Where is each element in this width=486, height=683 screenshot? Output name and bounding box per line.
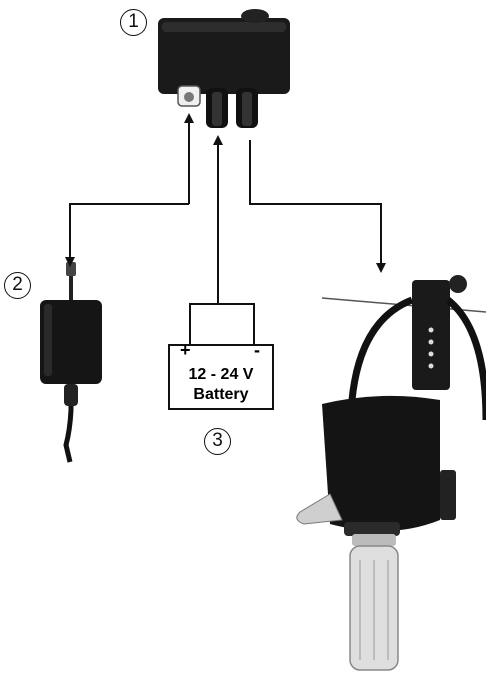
power-adapter-icon: [40, 262, 102, 463]
marker-2: 2: [4, 272, 31, 299]
battery-icon: + - 12 - 24 V Battery: [168, 340, 274, 410]
marker-1: 1: [120, 9, 147, 36]
connection-lines: [65, 113, 386, 344]
controller-to-adapter-arrow: [65, 203, 189, 267]
battery-minus-terminal: -: [254, 340, 260, 360]
battery-label: Battery: [193, 386, 249, 403]
battery-plus-terminal: +: [180, 340, 191, 360]
controller-box-icon: [158, 9, 290, 128]
battery-wire: [189, 303, 255, 344]
controller-to-pump-arrow: [249, 140, 386, 273]
battery-voltage-label: 12 - 24 V: [188, 366, 254, 383]
marker-3: 3: [204, 428, 231, 455]
pump-icon: [296, 275, 486, 671]
